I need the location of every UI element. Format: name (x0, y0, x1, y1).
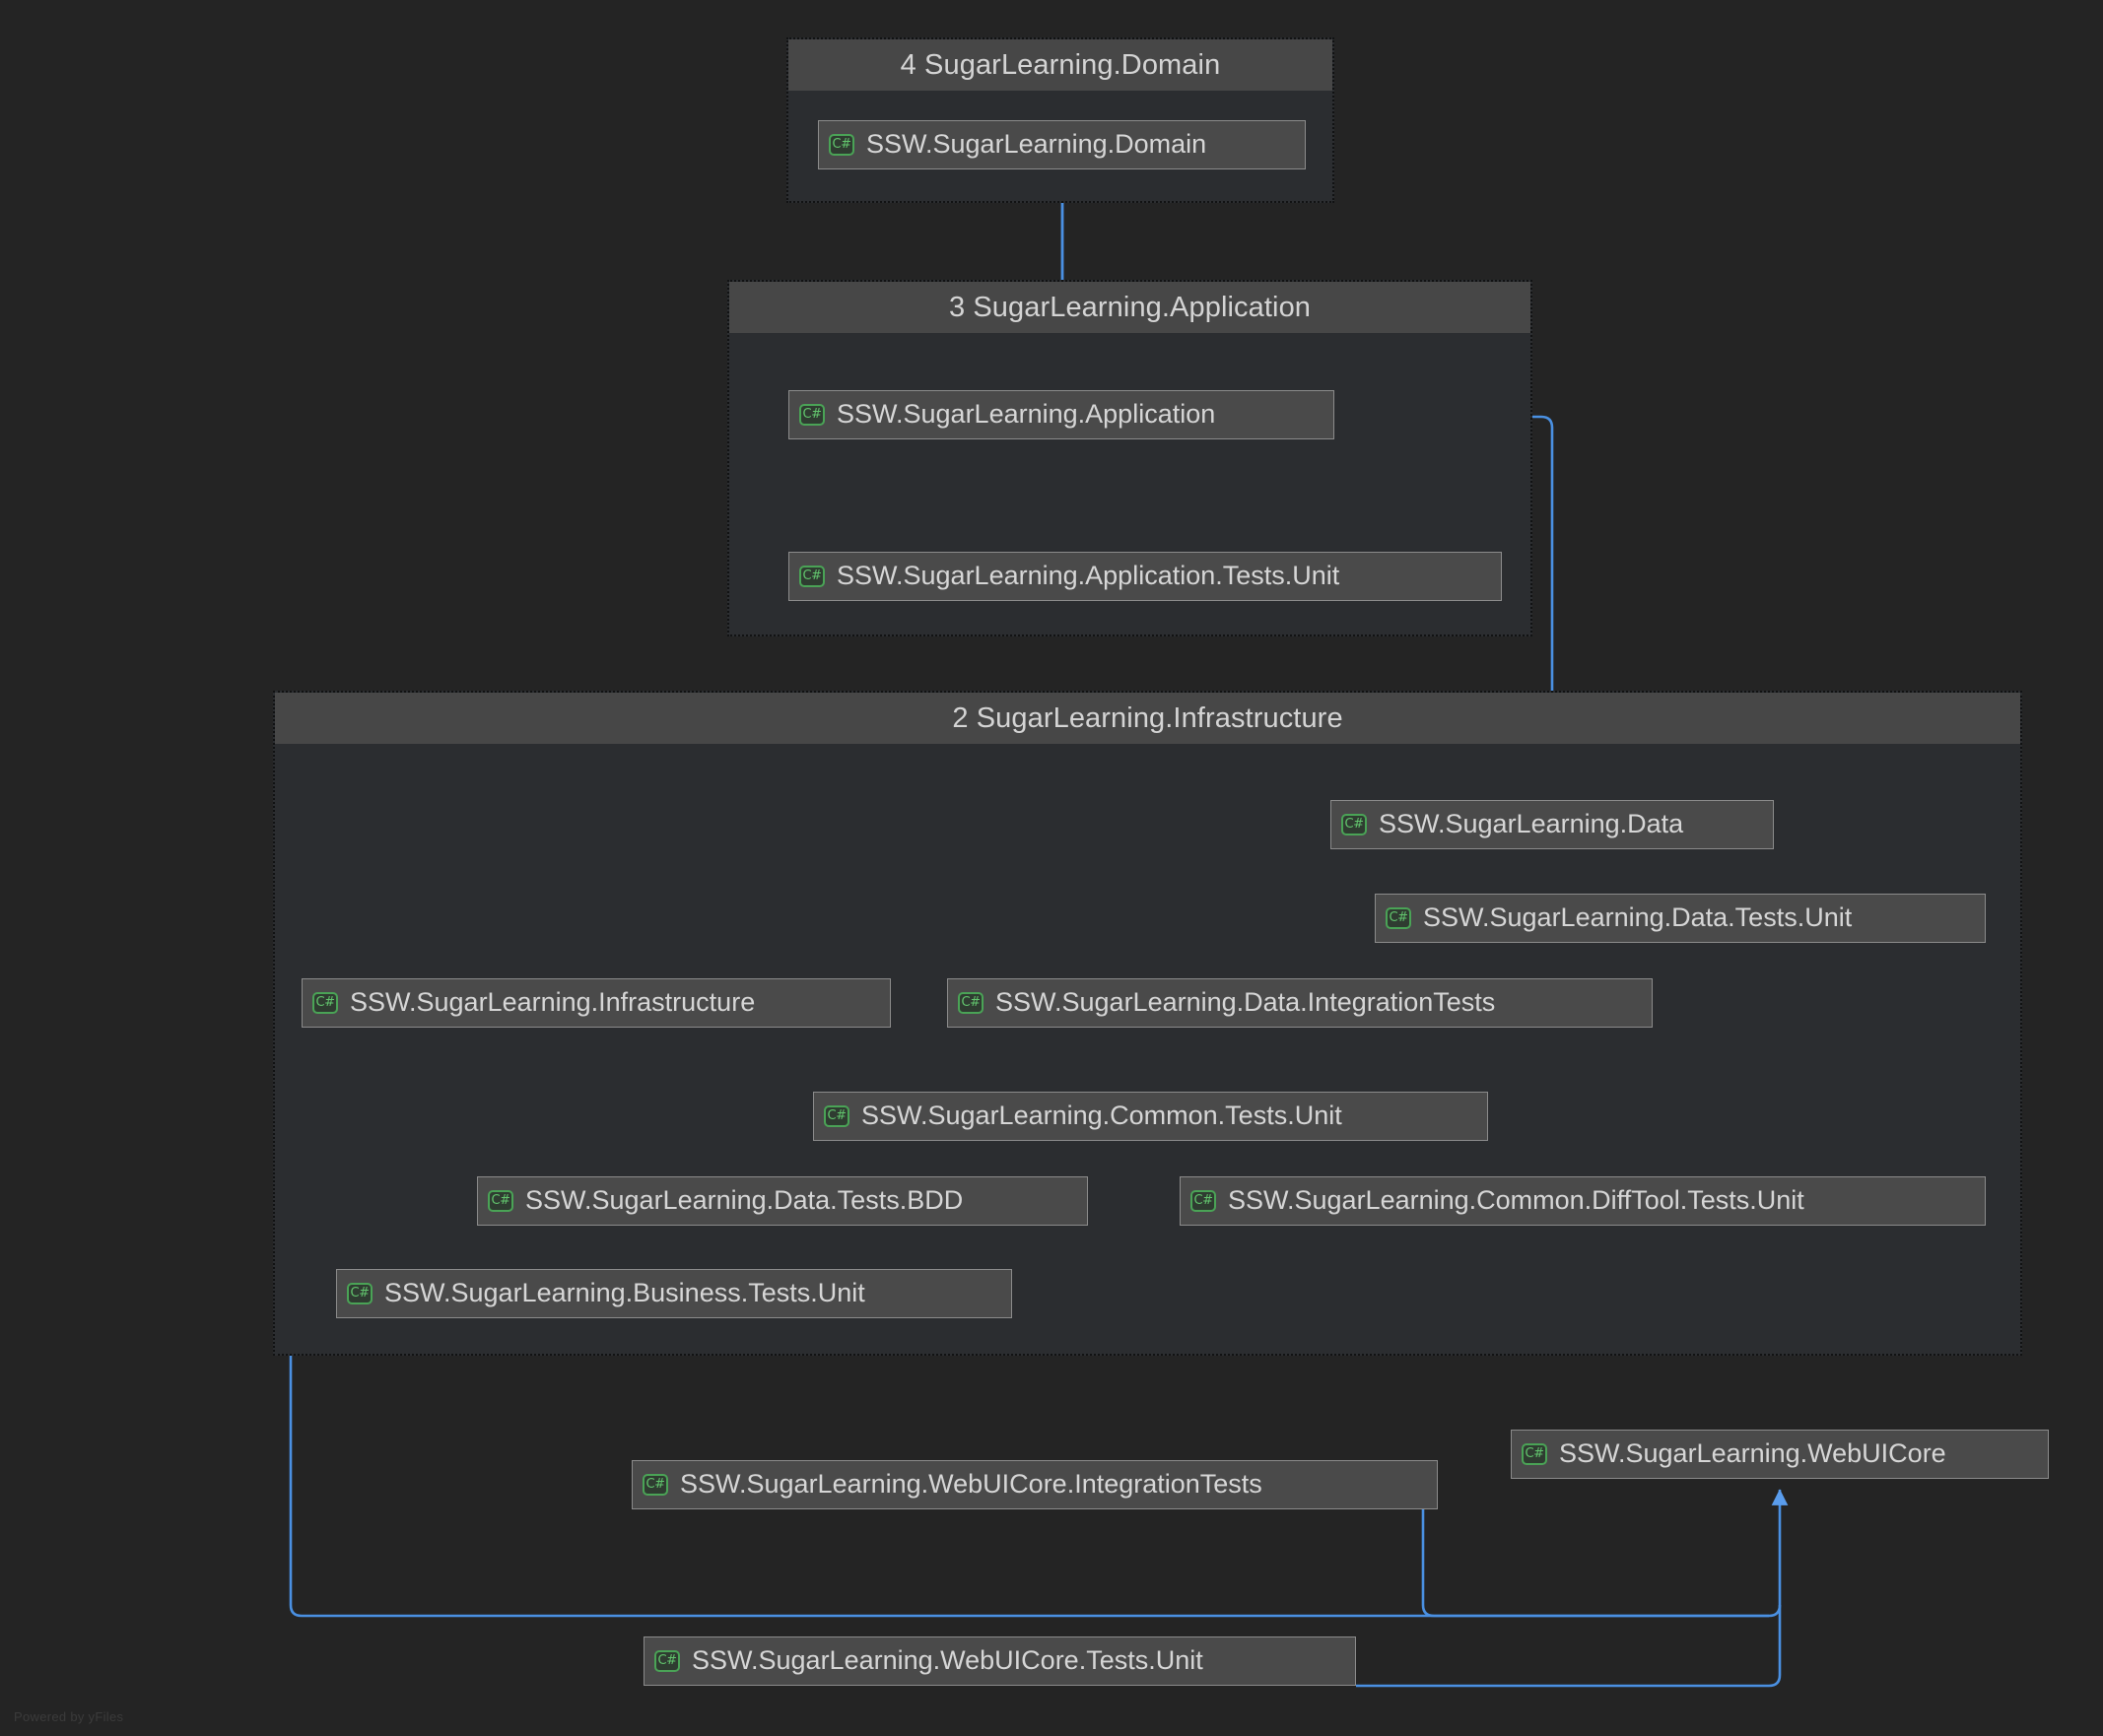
node-ssw-sugarlearning-common-difftool-tests-unit[interactable]: C# SSW.SugarLearning.Common.DiffTool.Tes… (1180, 1176, 1986, 1226)
csharp-icon: C# (1386, 907, 1411, 929)
csharp-icon: C# (958, 992, 984, 1014)
node-ssw-sugarlearning-application-tests-unit[interactable]: C# SSW.SugarLearning.Application.Tests.U… (788, 552, 1502, 601)
node-label: SSW.SugarLearning.Infrastructure (350, 989, 755, 1016)
csharp-icon: C# (799, 404, 825, 426)
node-label: SSW.SugarLearning.Domain (866, 131, 1206, 158)
watermark: Powered by yFiles (14, 1709, 123, 1724)
node-ssw-sugarlearning-data-tests-unit[interactable]: C# SSW.SugarLearning.Data.Tests.Unit (1375, 894, 1986, 943)
node-ssw-sugarlearning-data-tests-bdd[interactable]: C# SSW.SugarLearning.Data.Tests.BDD (477, 1176, 1088, 1226)
node-ssw-sugarlearning-domain[interactable]: C# SSW.SugarLearning.Domain (818, 120, 1306, 169)
node-label: SSW.SugarLearning.Application (837, 401, 1215, 428)
csharp-icon: C# (829, 134, 854, 156)
csharp-icon: C# (799, 566, 825, 587)
node-label: SSW.SugarLearning.Data (1379, 811, 1683, 837)
csharp-icon: C# (488, 1190, 513, 1212)
node-ssw-sugarlearning-data-integrationtests[interactable]: C# SSW.SugarLearning.Data.IntegrationTes… (947, 978, 1653, 1028)
group-domain-header: 4 SugarLearning.Domain (788, 39, 1332, 91)
node-label: SSW.SugarLearning.Common.DiffTool.Tests.… (1228, 1187, 1804, 1214)
node-label: SSW.SugarLearning.Data.IntegrationTests (995, 989, 1495, 1016)
node-ssw-sugarlearning-business-tests-unit[interactable]: C# SSW.SugarLearning.Business.Tests.Unit (336, 1269, 1012, 1318)
node-label: SSW.SugarLearning.Business.Tests.Unit (384, 1280, 865, 1306)
node-label: SSW.SugarLearning.Data.Tests.BDD (525, 1187, 963, 1214)
edge-webui-integrationtests-to-webuicore (1423, 1509, 1769, 1616)
csharp-icon: C# (1522, 1443, 1547, 1465)
node-label: SSW.SugarLearning.Data.Tests.Unit (1423, 904, 1852, 931)
csharp-icon: C# (312, 992, 338, 1014)
node-ssw-sugarlearning-webuicore-tests-unit[interactable]: C# SSW.SugarLearning.WebUICore.Tests.Uni… (644, 1636, 1356, 1686)
group-application-header: 3 SugarLearning.Application (729, 282, 1530, 333)
csharp-icon: C# (1190, 1190, 1216, 1212)
node-label: SSW.SugarLearning.WebUICore.Tests.Unit (692, 1647, 1203, 1674)
node-ssw-sugarlearning-webuicore-integrationtests[interactable]: C# SSW.SugarLearning.WebUICore.Integrati… (632, 1460, 1438, 1509)
group-infrastructure-header: 2 SugarLearning.Infrastructure (275, 693, 2020, 744)
node-ssw-sugarlearning-webuicore[interactable]: C# SSW.SugarLearning.WebUICore (1511, 1430, 2049, 1479)
csharp-icon: C# (1341, 814, 1367, 835)
csharp-icon: C# (347, 1283, 373, 1304)
node-label: SSW.SugarLearning.WebUICore (1559, 1440, 1946, 1467)
csharp-icon: C# (643, 1474, 668, 1496)
node-label: SSW.SugarLearning.Common.Tests.Unit (861, 1102, 1342, 1129)
node-ssw-sugarlearning-application[interactable]: C# SSW.SugarLearning.Application (788, 390, 1334, 439)
csharp-icon: C# (654, 1650, 680, 1672)
node-ssw-sugarlearning-common-tests-unit[interactable]: C# SSW.SugarLearning.Common.Tests.Unit (813, 1092, 1488, 1141)
node-label: SSW.SugarLearning.Application.Tests.Unit (837, 563, 1339, 589)
edge-webui-tests-unit-to-webuicore (1356, 1605, 1780, 1686)
node-ssw-sugarlearning-data[interactable]: C# SSW.SugarLearning.Data (1330, 800, 1774, 849)
csharp-icon: C# (824, 1105, 849, 1127)
node-ssw-sugarlearning-infrastructure[interactable]: C# SSW.SugarLearning.Infrastructure (302, 978, 891, 1028)
node-label: SSW.SugarLearning.WebUICore.IntegrationT… (680, 1471, 1262, 1498)
